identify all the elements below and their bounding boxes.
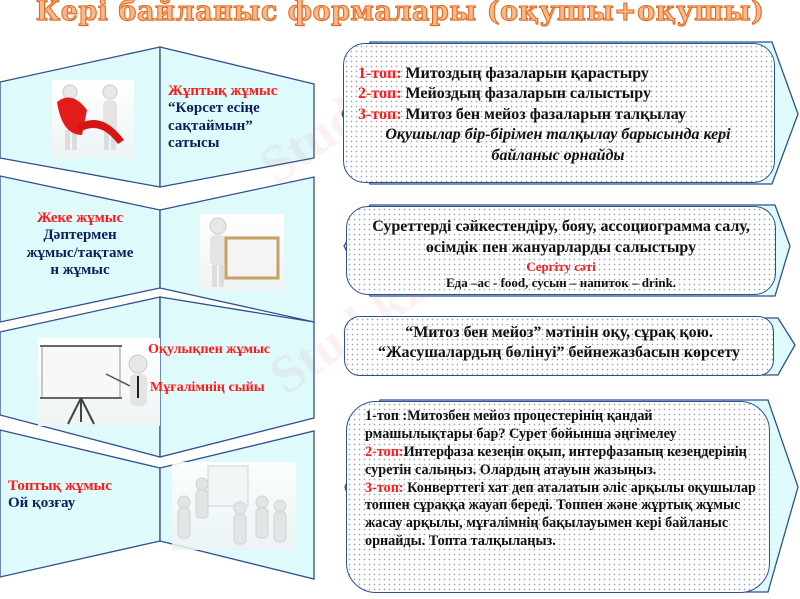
row4-label: Топтық жұмыс Ой қозғау xyxy=(8,478,112,513)
row3-line: “Митоз бен мейоз” мәтінін оқу, сұрақ қою… xyxy=(405,324,713,341)
row4-content-box: 1-топ :Митозбен мейоз процестерінің қанд… xyxy=(346,401,770,593)
row2-label-title: Жеке жұмыс xyxy=(36,210,124,226)
row2-label-line: Дәптермен xyxy=(43,227,117,244)
row1-group-line: 1-топ: Митоздың фазаларын қарастыру xyxy=(358,64,764,84)
row1-label-line: сақтаймын” xyxy=(168,117,253,134)
group-task: Интерфаза кезеңін оқып, интерфазаның кез… xyxy=(365,443,747,478)
group-prefix: 2-топ: xyxy=(358,85,402,103)
row2-label-line: жұмыс/тақтаме xyxy=(26,244,134,261)
row1-group-line: 3-топ: Митоз бен мейоз фазаларын талқыла… xyxy=(358,105,764,125)
row1-right-panel xyxy=(159,46,315,188)
group-prefix: 3-топ: xyxy=(365,479,404,496)
row1-label: Жұптық жұмыс “Көрсет есіңе сақтаймын” са… xyxy=(168,83,277,152)
figure-holding-board-image xyxy=(200,214,284,290)
group-task: Митоз бен мейоз фазаларын талқылау xyxy=(401,105,686,123)
row1-label-line: “Көрсет есіңе xyxy=(168,100,260,117)
row2-vocab-text: Еда –ас - food, сусын – напиток – drink. xyxy=(445,275,677,291)
row4-group3: 3-топ: Конверттегі хат деп аталатын әліс… xyxy=(365,480,759,552)
row4-label-line: Ой қозғау xyxy=(8,495,76,512)
row1-feedback-note: Оқушылар бір-бірімен талқылау барысында … xyxy=(385,126,731,164)
group-prefix: 2-топ: xyxy=(365,443,404,460)
row4-group2: 2-топ:Интерфаза кезеңін оқып, интерфазан… xyxy=(365,444,759,480)
row3-label-teacher-gift: Мұғалімнің сыйы xyxy=(150,380,265,395)
row3-right-panel xyxy=(159,296,315,458)
row3-label-textbook: Оқулықпен жұмыс xyxy=(148,342,271,357)
row1-group-line: 2-топ: Мейоздың фазаларын салыстыру xyxy=(358,84,764,104)
group-prefix: 3-топ: xyxy=(358,105,402,123)
group-task: Митоздың фазаларын қарастыру xyxy=(401,65,649,82)
row4-group1: 1-топ :Митозбен мейоз процестерінің қанд… xyxy=(365,408,759,444)
row1-label-title: Жұптық жұмыс xyxy=(168,83,278,99)
group-figures-whiteboard-image xyxy=(172,462,296,550)
row2-break-title: Сергіту сәті xyxy=(526,258,596,274)
row2-label: Жеке жұмыс Дәптермен жұмыс/тақтаме н жұм… xyxy=(10,210,150,279)
two-figures-red-ribbon-image xyxy=(52,80,134,158)
row2-task-text: Суреттерді сәйкестендіру, бояу, ассоциог… xyxy=(372,218,750,256)
row3-content-box: “Митоз бен мейоз” мәтінін оқу, сұрақ қою… xyxy=(344,316,774,376)
group-task: Мейоздың фазаларын салыстыру xyxy=(401,85,651,103)
row2-content-box: Суреттерді сәйкестендіру, бояу, ассоциог… xyxy=(346,206,776,295)
group-prefix: 1-топ : xyxy=(365,408,408,424)
group-task: Митозбен мейоз процестерінің қандай рмаш… xyxy=(365,408,677,442)
group-prefix: 1-топ: xyxy=(358,65,402,82)
group-task: Конверттегі хат деп аталатын әліс арқылы… xyxy=(365,479,756,550)
page-title: Кері байланыс формалары (оқушы+оқушы) xyxy=(35,0,765,28)
row3-line: “Жасушалардың бөлінуі” бейнежазбасын көр… xyxy=(378,344,740,362)
teacher-presentation-screen-image xyxy=(38,338,160,426)
row1-label-line: сатысы xyxy=(168,134,220,151)
row1-content-box: 1-топ: Митоздың фазаларын қарастыру 2-то… xyxy=(343,43,775,183)
row2-label-line: н жұмыс xyxy=(50,261,110,278)
row4-label-title: Топтық жұмыс xyxy=(8,478,112,494)
